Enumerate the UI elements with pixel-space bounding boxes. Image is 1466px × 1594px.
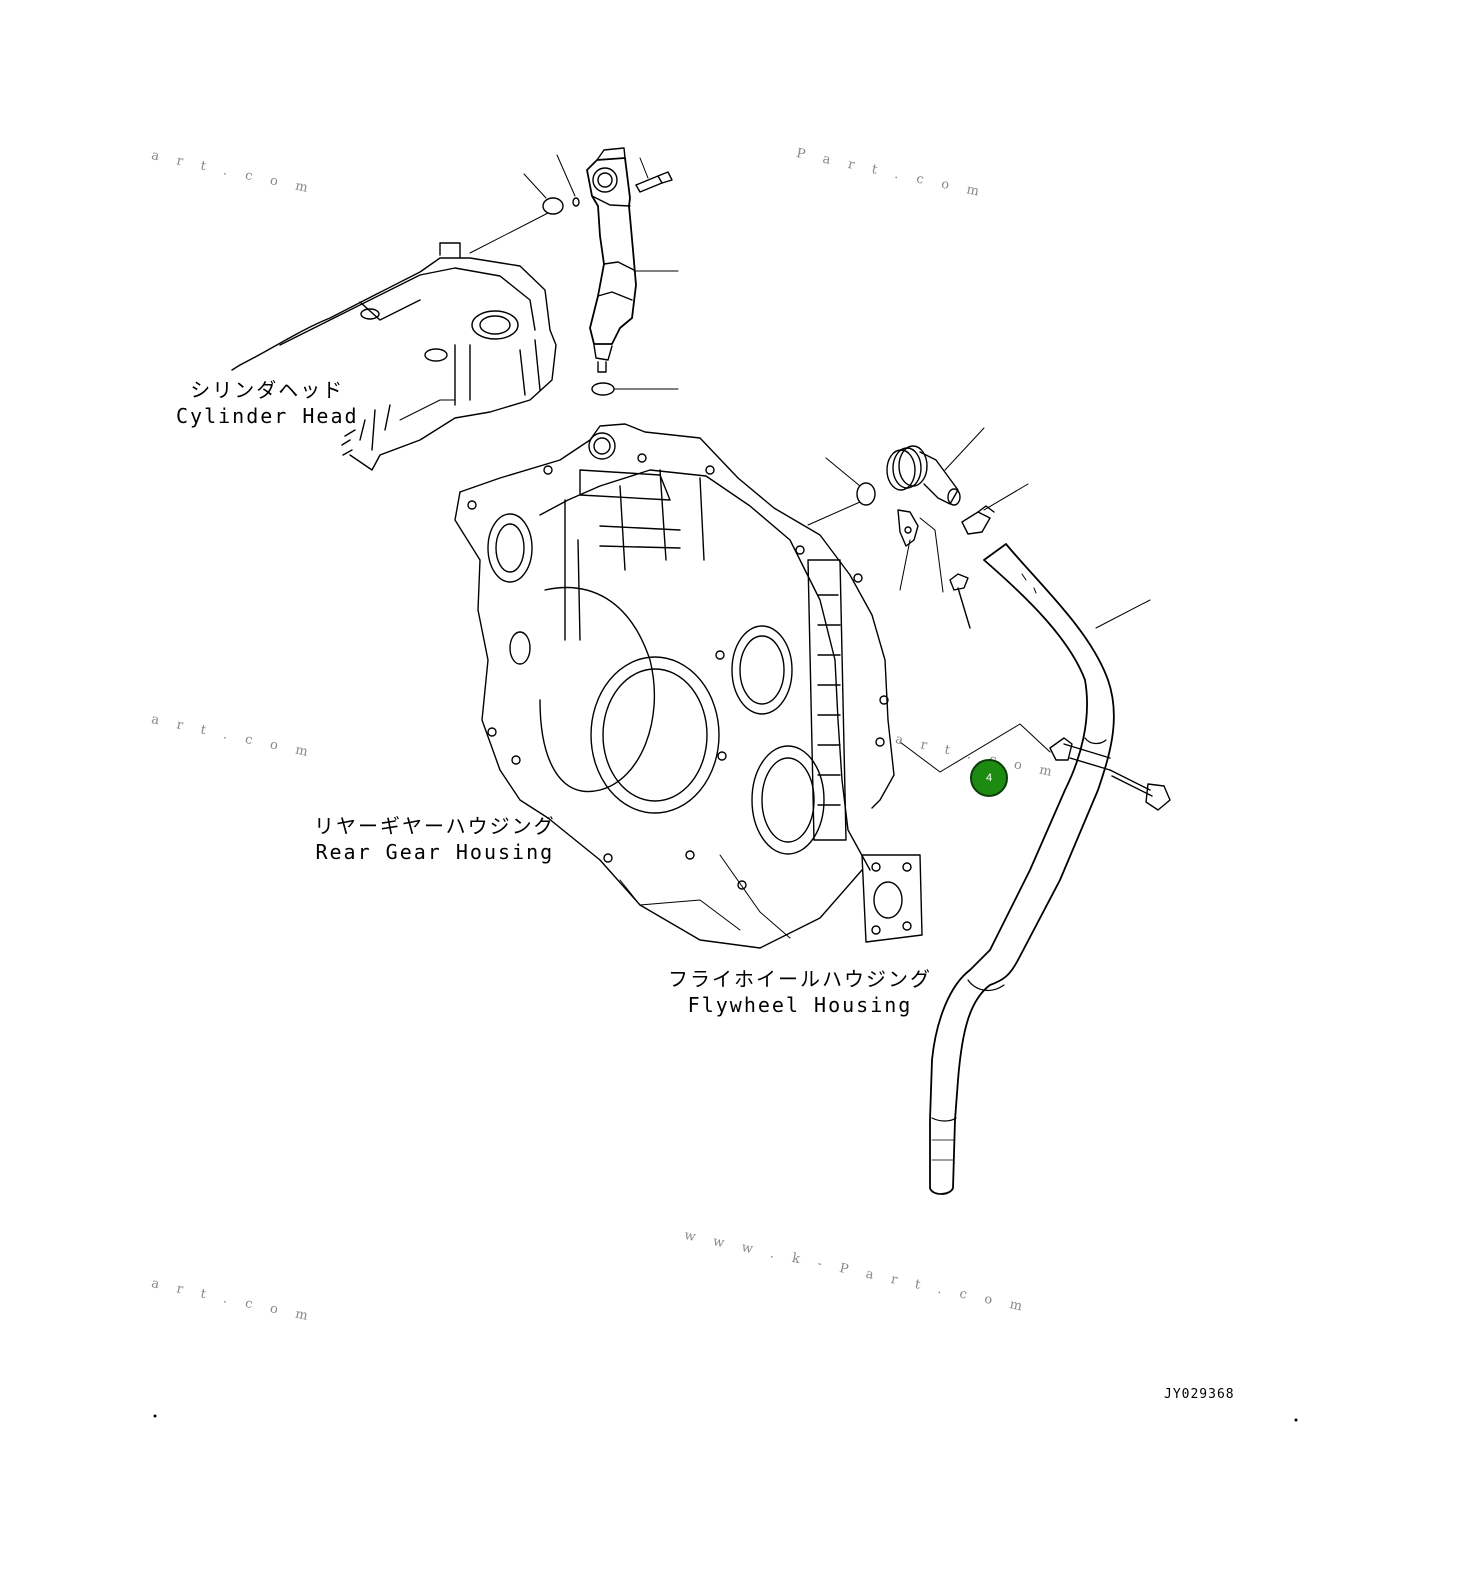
rear-gear-housing-label: リヤーギヤーハウジング Rear Gear Housing (314, 813, 556, 865)
flywheel-housing-label-jp: フライホイールハウジング (668, 967, 932, 991)
drawing-code: JY029368 (1164, 1387, 1235, 1402)
o-ring-middle (591, 382, 615, 396)
flywheel-housing-label-en: Flywheel Housing (687, 993, 913, 1017)
cylinder-head-label-jp: シリンダヘッド (190, 378, 345, 402)
hose-clip (961, 505, 995, 535)
cylinder-head-label-en: Cylinder Head (176, 404, 359, 428)
rear-gear-housing-label-jp: リヤーギヤーハウジング (314, 814, 556, 838)
elbow-connector (886, 445, 961, 506)
rear-gear-housing-drawing (454, 423, 923, 949)
bracket-bolt (949, 573, 971, 629)
small-o-ring (572, 197, 580, 207)
pipe-bolt-top (635, 171, 673, 193)
breather-pipe-upper (586, 147, 637, 373)
hose-clamp (1049, 737, 1111, 771)
callout-badge-4[interactable]: 4 (970, 759, 1008, 797)
cylinder-head-drawing (231, 242, 557, 471)
o-ring-right (856, 482, 876, 506)
rear-gear-housing-label-en: Rear Gear Housing (315, 840, 555, 864)
cylinder-head-label: シリンダヘッド Cylinder Head (176, 377, 359, 429)
bracket (897, 509, 919, 547)
flywheel-housing-label: フライホイールハウジング Flywheel Housing (668, 966, 932, 1018)
breather-hose (929, 543, 1115, 1195)
clamp-bolt (1109, 769, 1171, 811)
o-ring-top (542, 197, 564, 215)
